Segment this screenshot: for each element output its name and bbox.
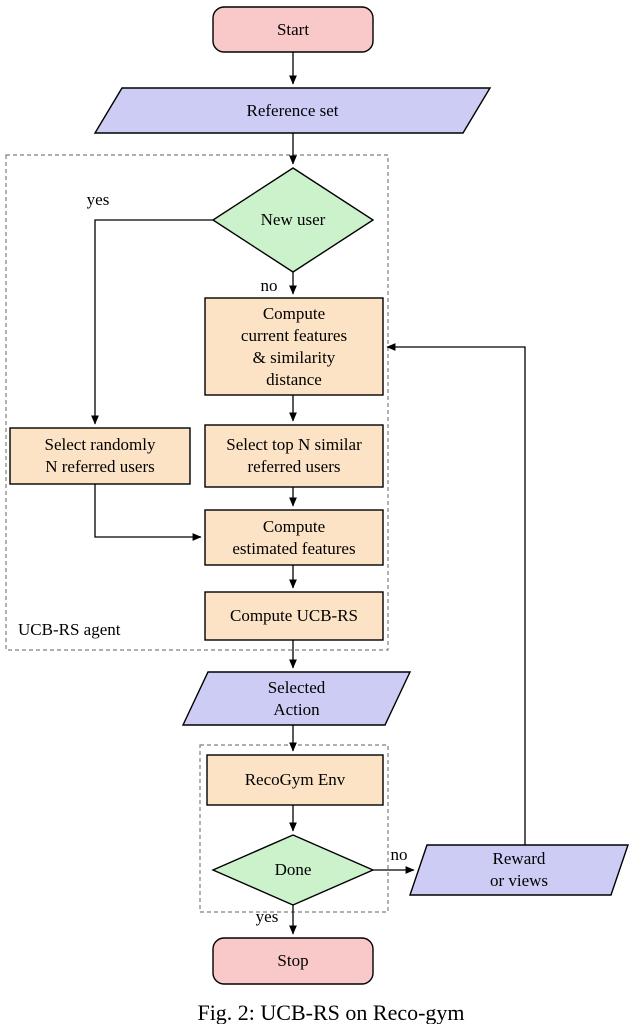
stop-node <box>212 937 374 985</box>
compute-current-features-node <box>204 297 384 396</box>
reward-or-views-label: Reward or views <box>489 849 549 890</box>
selected-action-label: Selected Action <box>267 677 326 719</box>
select-randomly-label: Select randomly N referred users <box>44 435 156 476</box>
stop-node-label: Stop <box>277 951 309 970</box>
recogym-env-node <box>206 754 384 806</box>
reference-set-label: Reference set <box>246 100 339 120</box>
select-top-n-label: Select top N similar referred users <box>226 435 362 476</box>
selected-action-node <box>181 671 412 726</box>
start-node <box>212 6 374 53</box>
ucb-rs-agent-group-label: UCB-RS agent <box>18 620 121 639</box>
edge-select-randomly-to-compute-estimated <box>94 484 202 541</box>
new-user-decision-node <box>211 167 375 273</box>
select-randomly-node <box>9 427 191 485</box>
done-no-label: no <box>390 845 408 864</box>
done-label: Done <box>274 860 312 879</box>
compute-ucb-rs-node <box>204 591 384 641</box>
compute-current-features-label: Compute current features & similarity di… <box>240 303 348 389</box>
select-top-n-node <box>204 424 384 488</box>
reward-or-views-node <box>409 844 629 896</box>
done-decision-node <box>211 834 375 906</box>
ucb-rs-agent-group-box <box>5 154 389 651</box>
start-node-label: Start <box>276 19 310 39</box>
recogym-env-label: RecoGym Env <box>244 770 346 789</box>
new-user-yes-label: yes <box>86 190 110 209</box>
compute-estimated-features-label: Compute estimated features <box>232 516 356 558</box>
new-user-no-label: no <box>260 276 278 295</box>
new-user-label: New user <box>260 210 326 229</box>
edge-reward-to-compute-current <box>386 343 526 845</box>
compute-estimated-features-node <box>204 509 384 566</box>
edge-newuser-yes-to-select-randomly <box>91 219 213 425</box>
reference-set-node <box>93 87 492 134</box>
done-yes-label: yes <box>255 907 279 926</box>
compute-ucb-rs-label: Compute UCB-RS <box>230 606 358 625</box>
figure-caption: Fig. 2: UCB-RS on Reco-gym <box>197 1000 465 1024</box>
